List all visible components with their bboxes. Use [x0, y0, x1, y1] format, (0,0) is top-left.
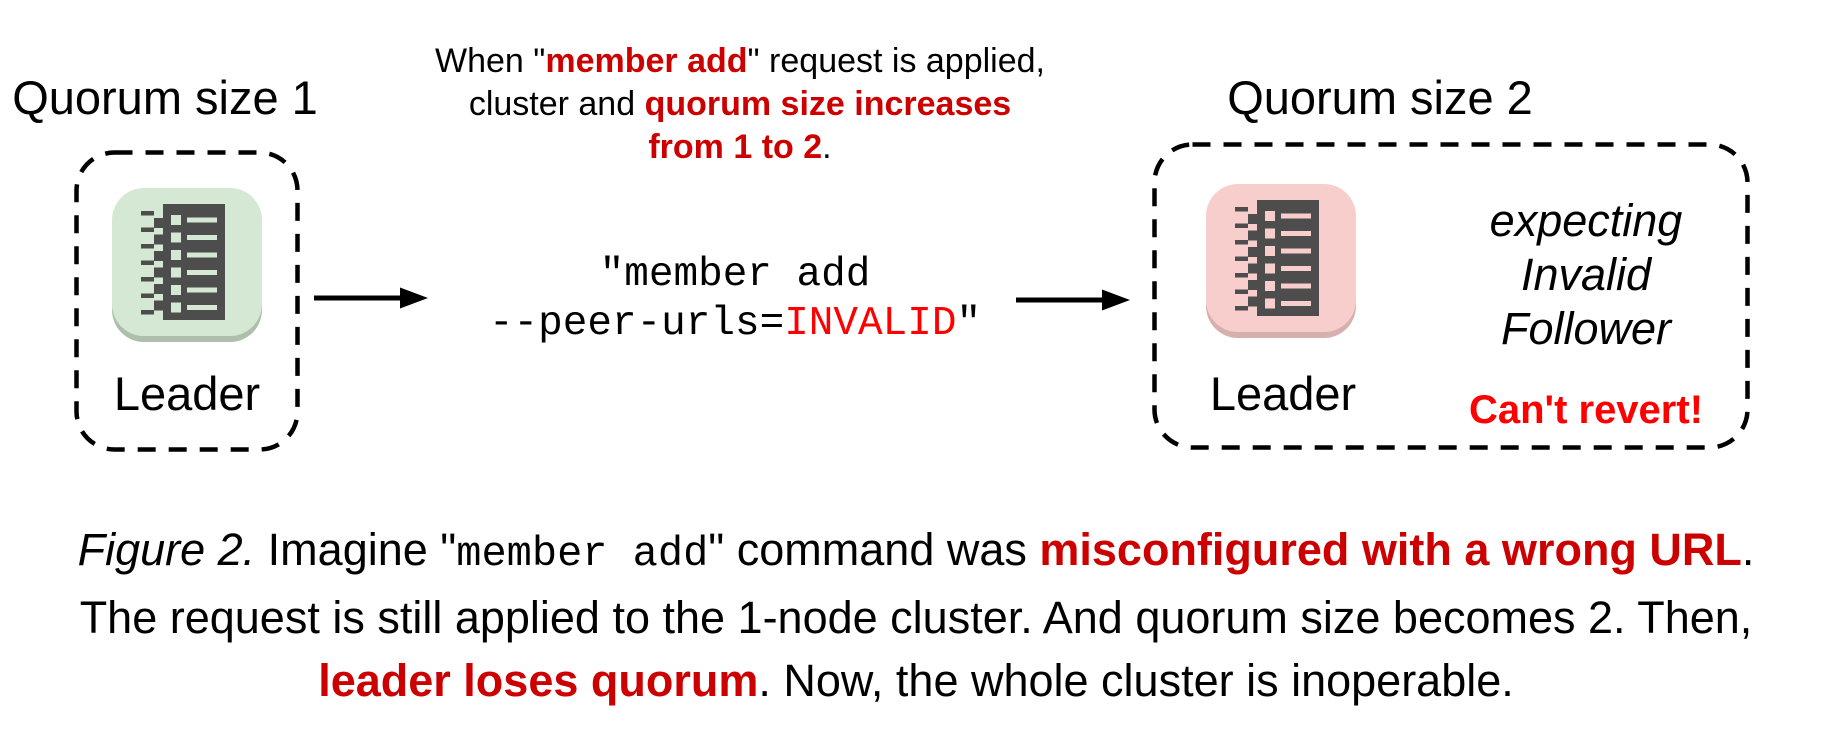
- caption-text: .: [1741, 524, 1755, 575]
- annotation-text: " request is applied,: [747, 42, 1045, 80]
- caption-text: " command was: [708, 524, 1040, 575]
- right-cluster-title: Quorum size 2: [1227, 71, 1533, 124]
- server-log-icon: [1206, 184, 1356, 332]
- member-add-annotation: When "member add" request is applied, cl…: [415, 40, 1065, 169]
- annotation-text: When ": [435, 42, 546, 80]
- caption-line: The request is still applied to the 1-no…: [79, 592, 1753, 643]
- annotation-highlight: quorum size increases: [644, 85, 1012, 123]
- leader-label: Leader: [113, 367, 261, 420]
- caption-highlight: leader loses quorum: [318, 655, 759, 706]
- annotation-highlight: member add: [545, 42, 748, 80]
- leader-node: [1206, 184, 1356, 332]
- server-log-icon: [112, 188, 262, 336]
- command-text: ": [956, 301, 982, 347]
- annotation-text: .: [822, 128, 832, 166]
- right-cluster-box: Leader expecting Invalid Follower Can't …: [1152, 142, 1750, 450]
- figure-caption: Figure 2. Imagine "member add" command w…: [0, 518, 1832, 712]
- left-cluster-box: Leader: [74, 150, 300, 452]
- annotation-line: When "member add" request is applied,: [415, 40, 1065, 83]
- caption-highlight: misconfigured with a wrong URL: [1039, 524, 1742, 575]
- dashed-border-icon: [1152, 142, 1750, 450]
- left-cluster-title: Quorum size 1: [12, 71, 318, 124]
- leader-label: Leader: [1209, 367, 1357, 420]
- annotation-line: cluster and quorum size increases: [415, 83, 1065, 126]
- note-line: Follower: [1500, 303, 1672, 354]
- leader-node: Leader: [74, 150, 300, 421]
- node-icon-glyph: [141, 204, 225, 320]
- arrow-right-icon: [314, 287, 428, 309]
- annotation-highlight: from 1 to 2: [648, 128, 823, 166]
- dashed-border-icon: [74, 150, 300, 452]
- caption-code: member add: [456, 530, 709, 578]
- cant-revert-warning: Can't revert!: [1468, 388, 1704, 432]
- figure-number: Figure 2.: [77, 524, 256, 575]
- command-line: "member add: [599, 252, 871, 298]
- arrow-right-icon: [1016, 289, 1130, 311]
- annotation-line: from 1 to 2.: [415, 126, 1065, 169]
- note-line: expecting: [1489, 195, 1683, 246]
- node-icon-glyph: [1235, 200, 1319, 316]
- caption-text: Imagine ": [255, 524, 457, 575]
- caption-line: leader loses quorum. Now, the whole clus…: [0, 649, 1832, 712]
- expecting-follower-note: expecting Invalid Follower: [1437, 194, 1735, 356]
- command-invalid-text: INVALID: [784, 301, 957, 347]
- caption-line: Figure 2. Imagine "member add" command w…: [0, 518, 1832, 586]
- caption-text: . Now, the whole cluster is inoperable.: [758, 655, 1514, 706]
- member-add-command: "member add --peer-urls=INVALID": [415, 251, 1055, 349]
- note-line: Invalid: [1520, 249, 1652, 300]
- command-line: --peer-urls=INVALID": [415, 300, 1055, 349]
- command-text: --peer-urls=: [488, 301, 785, 347]
- annotation-text: cluster and: [468, 85, 645, 123]
